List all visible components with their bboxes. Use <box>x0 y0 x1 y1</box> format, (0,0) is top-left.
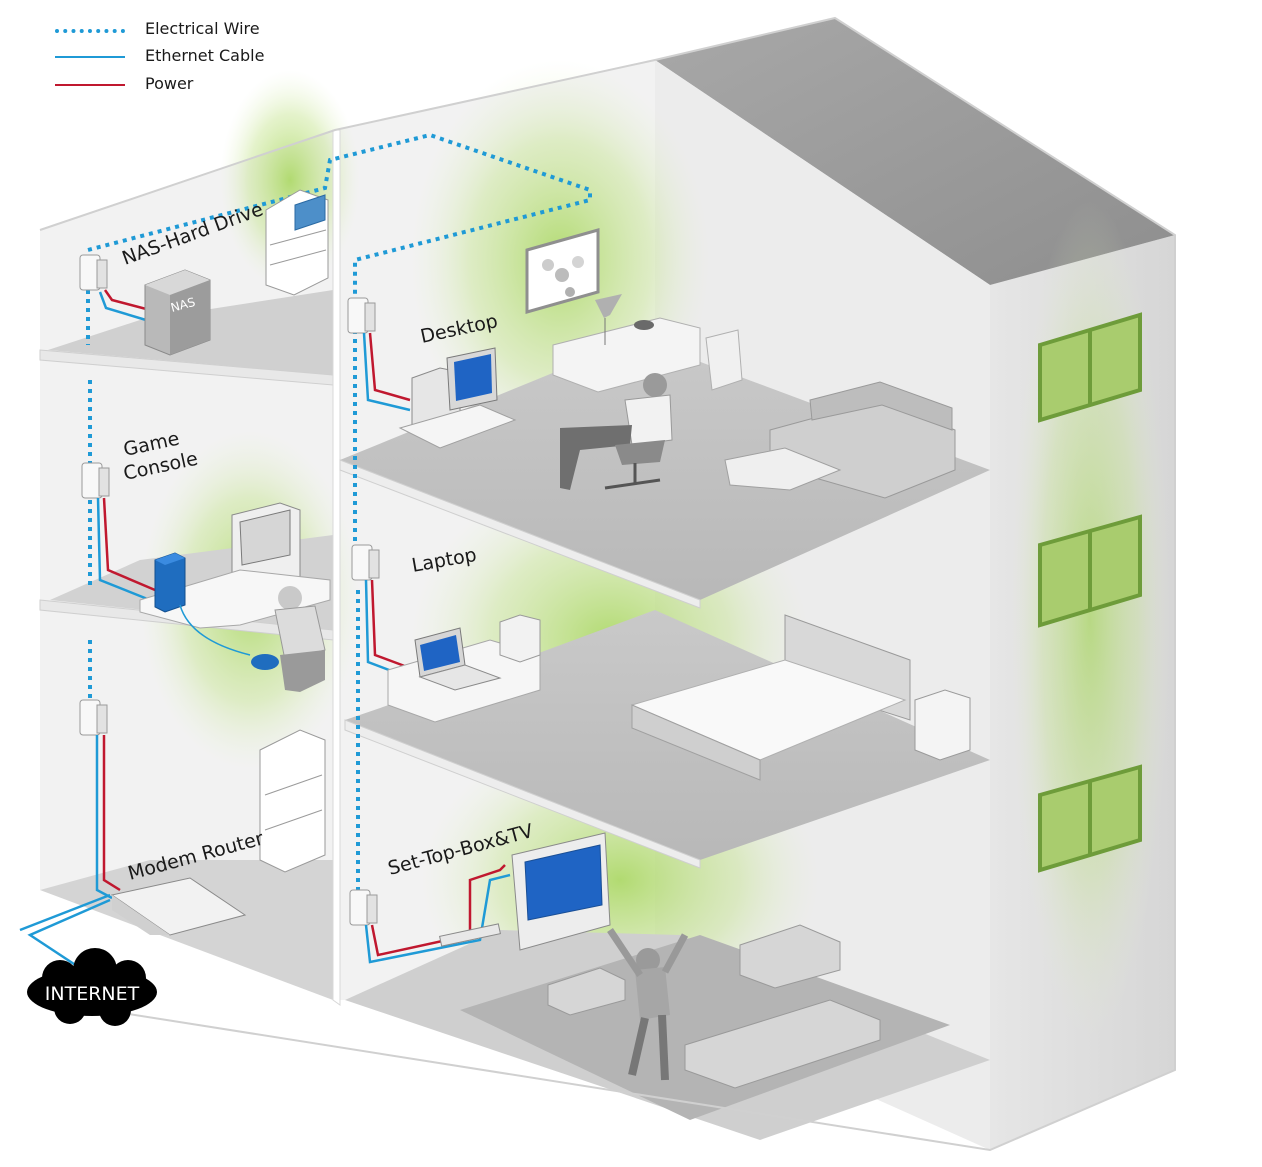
legend-label-ethernet-cable: Ethernet Cable <box>145 46 265 65</box>
tv-room-furniture <box>547 924 881 1089</box>
ethernet-cable-swatch <box>55 56 125 58</box>
game-tv-cabinet <box>139 502 331 629</box>
desktop-computer <box>398 347 517 449</box>
modem-router-device <box>110 877 247 936</box>
nas-shelf <box>265 189 329 296</box>
house-roof <box>655 18 1175 285</box>
floor-desktop-room <box>340 345 990 600</box>
powerline-adapter-tv <box>349 889 378 926</box>
wall-divider <box>332 129 341 1006</box>
floor-slab-laptop <box>344 719 701 869</box>
legend-label-power: Power <box>145 74 194 93</box>
bed <box>630 614 911 781</box>
cables <box>19 289 511 970</box>
window-bottom <box>1038 764 1142 873</box>
powerline-adapter-laptop <box>351 544 380 581</box>
window-middle <box>1038 514 1142 628</box>
jumping-person <box>607 928 689 1081</box>
person-in-chair <box>560 373 673 490</box>
legend-item-ethernet-cable: Ethernet Cable <box>55 46 295 68</box>
legend-item-electrical-wire: Electrical Wire <box>55 19 295 41</box>
legend-label-electrical-wire: Electrical Wire <box>145 19 260 38</box>
electrical-wire-swatch <box>55 29 125 33</box>
powerline-adapter-router <box>79 699 108 736</box>
power-swatch <box>55 84 125 86</box>
nas-device: NAS <box>144 269 211 356</box>
internet-cloud: INTERNET <box>27 948 157 1026</box>
router-shelf <box>259 729 326 873</box>
window-top <box>1038 312 1142 423</box>
glow-side-wall <box>1010 200 1170 1040</box>
gamer-person <box>251 586 326 692</box>
electrical-wiring <box>86 132 592 890</box>
powerline-adapter-nas <box>79 254 108 291</box>
floor-slab-desktop <box>339 459 701 609</box>
powerline-adapter-desktop <box>347 297 376 334</box>
desk-office <box>552 294 743 393</box>
wardrobe-laptop-room <box>914 689 971 761</box>
laptop-device <box>414 627 502 691</box>
game-console-device <box>154 552 186 613</box>
wall-picture <box>525 228 600 314</box>
sofa-desktop-room <box>724 381 956 499</box>
tv-cabinet <box>439 832 611 951</box>
nas-box-label: NAS <box>169 295 197 315</box>
internet-label: INTERNET <box>45 983 140 1005</box>
controller-cable <box>179 604 251 656</box>
powerline-adapter-game <box>81 462 110 499</box>
legend-item-power: Power <box>55 74 295 96</box>
legend: Electrical Wire Ethernet Cable Power <box>0 0 300 100</box>
house-outline <box>39 16 1176 1152</box>
